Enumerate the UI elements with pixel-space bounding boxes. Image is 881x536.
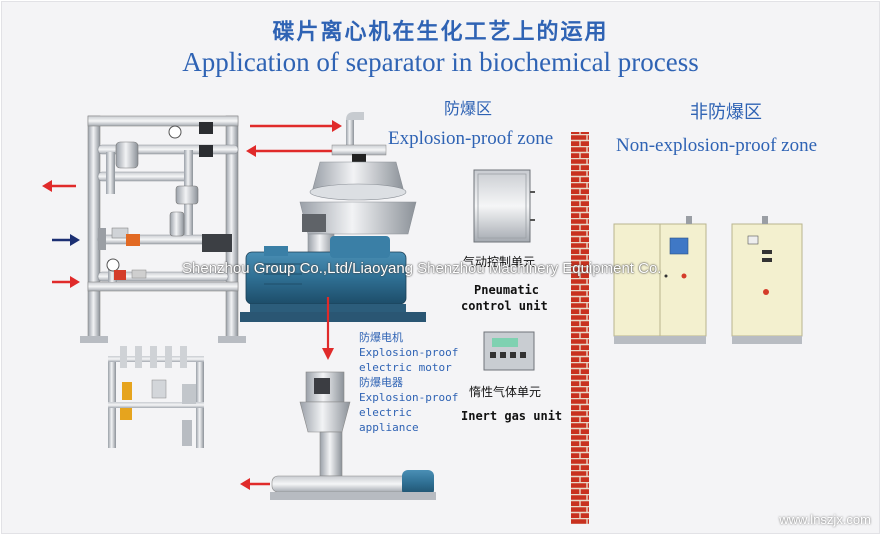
motor-label-en-2: electric motor	[359, 361, 452, 374]
company-watermark: Shenzhou Group Co.,Ltd/Liaoyang Shenzhou…	[182, 260, 662, 277]
valve-manifold	[108, 346, 204, 448]
inert-gas-label-en: Inert gas unit	[461, 409, 563, 423]
process-skid	[80, 115, 246, 343]
non-explosion-proof-zone-cn: 非防爆区	[690, 102, 762, 123]
firewall-brick	[571, 132, 589, 524]
pneumatic-label-cn: 气动控制单元	[463, 255, 536, 269]
pneumatic-label-en-1: Pneumatic	[474, 283, 540, 297]
title-chinese: 碟片离心机在生化工艺上的运用	[272, 20, 609, 45]
inert-gas-label-cn: 惰性气体单元	[469, 385, 542, 399]
flow-arrow-down	[322, 297, 334, 360]
appliance-label-en-2: electric	[359, 406, 412, 419]
pneumatic-label-en-2: control unit	[461, 299, 548, 313]
website-watermark: www.lnszjx.com	[779, 512, 871, 527]
screw-pump	[240, 371, 436, 500]
explosion-proof-zone-en: Explosion-proof zone	[388, 128, 554, 149]
inert-gas-unit	[483, 331, 535, 371]
appliance-label-cn: 防爆电器	[359, 376, 403, 389]
control-cabinet-large	[613, 216, 707, 344]
pneumatic-control-unit	[473, 169, 535, 243]
flow-arrows-top	[246, 120, 342, 157]
explosion-proof-notes: 防爆电机 Explosion-proof electric motor 防爆电器…	[359, 330, 458, 435]
flow-arrows-left	[42, 180, 80, 288]
explosion-proof-zone-cn: 防爆区	[444, 99, 493, 118]
motor-label-en-1: Explosion-proof	[359, 346, 459, 359]
motor-label-cn: 防爆电机	[359, 331, 403, 344]
control-cabinet-small	[731, 216, 803, 344]
explosion-proof-motor	[240, 236, 426, 322]
appliance-label-en-1: Explosion-proof	[359, 391, 459, 404]
non-explosion-proof-zone-en: Non-explosion-proof zone	[616, 135, 818, 156]
title-english: Application of separator in biochemical …	[182, 47, 699, 77]
appliance-label-en-3: appliance	[359, 421, 419, 434]
